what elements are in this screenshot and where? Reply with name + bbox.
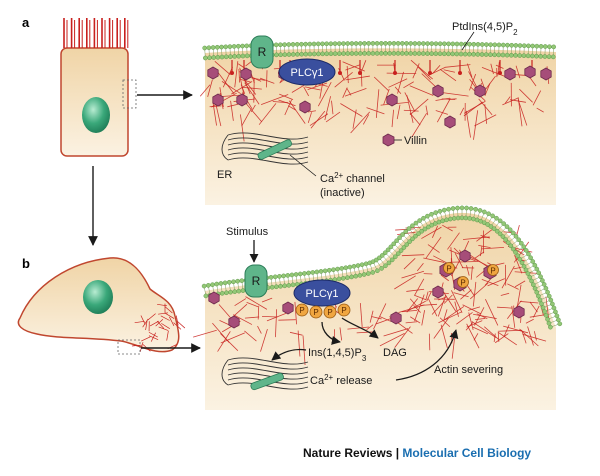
svg-text:P: P <box>446 265 451 274</box>
receptor-label-b: R <box>252 274 261 288</box>
zoom-region-b <box>117 339 141 355</box>
figure-credit: Nature Reviews | Molecular Cell Biology <box>303 446 531 460</box>
svg-text:P: P <box>299 306 304 315</box>
pip2-subscript: 2 <box>513 28 518 37</box>
ca-channel-b <box>250 372 284 391</box>
migrating-cell-b <box>17 257 186 355</box>
ca-channel-state: (inactive) <box>320 187 365 199</box>
svg-text:Ins(1,4,5)P3: Ins(1,4,5)P3 <box>308 347 367 363</box>
ca-release-arrow <box>395 329 459 381</box>
credit-journal: Molecular Cell Biology <box>402 446 532 460</box>
nucleus-b <box>83 280 113 314</box>
ip3-subscript: 3 <box>362 354 367 363</box>
ip3-arrow <box>321 321 341 345</box>
receptor-label-a: R <box>258 45 267 59</box>
svg-text:PtdIns(4,5)P2: PtdIns(4,5)P2 <box>452 21 518 37</box>
svg-text:P: P <box>327 308 332 317</box>
nucleus-a <box>82 97 110 133</box>
credit-publisher: Nature Reviews <box>303 446 393 460</box>
panel-label-b: b <box>22 256 30 271</box>
ca-channel-suffix: channel <box>343 173 385 185</box>
microvilli <box>63 18 129 48</box>
epithelial-cell-a <box>60 18 137 157</box>
svg-text:P: P <box>313 308 318 317</box>
villin-label: Villin <box>404 135 427 147</box>
svg-text:P: P <box>341 306 346 315</box>
ca-channel-a: Ca2+ channel (inactive) <box>257 139 385 199</box>
villin-label-group: Villin <box>382 133 427 147</box>
actin-severing-label: Actin severing <box>434 364 503 376</box>
dag-label: DAG <box>383 347 407 359</box>
dag-arrow <box>341 317 379 339</box>
ca-channel-superscript: 2+ <box>334 171 343 180</box>
credit-separator: | <box>392 446 403 460</box>
svg-text:Ca2+ channel: Ca2+ channel <box>320 171 385 186</box>
panel-label-a: a <box>22 15 30 30</box>
detail-panel-a: R PLCγ1 PtdIns(4,5)P2 Villin ER Ca 2 <box>199 21 556 205</box>
stimulus-label: Stimulus <box>226 226 269 238</box>
pip2-label: PtdIns(4,5)P2 <box>452 21 518 51</box>
svg-text:P: P <box>490 267 495 276</box>
plc-gamma1-a: PLCγ1 <box>278 58 336 86</box>
svg-text:P: P <box>460 279 465 288</box>
ca-release-prefix: Ca <box>310 375 325 387</box>
er-label: ER <box>217 169 232 181</box>
plc-gamma1-b: PLCγ1 <box>293 279 351 307</box>
svg-text:Ca2+ release: Ca2+ release <box>310 373 372 388</box>
ip3-to-er-arrow <box>271 348 307 361</box>
ca-release-suffix: release <box>333 375 372 387</box>
plc-label-a: PLCγ1 <box>290 67 323 79</box>
actin-filaments-a <box>199 59 550 142</box>
pip2-text: PtdIns(4,5)P <box>452 21 513 33</box>
ca-release-superscript: 2+ <box>324 373 333 382</box>
ca-channel-prefix: Ca <box>320 173 335 185</box>
villin-proteins-b: PPP <box>208 249 525 329</box>
receptor-b: R <box>244 264 268 298</box>
ip3-text: Ins(1,4,5)P <box>308 347 362 359</box>
receptor-a: R <box>250 35 274 69</box>
zoom-region-a <box>122 79 137 109</box>
plc-label-b: PLCγ1 <box>305 288 338 300</box>
